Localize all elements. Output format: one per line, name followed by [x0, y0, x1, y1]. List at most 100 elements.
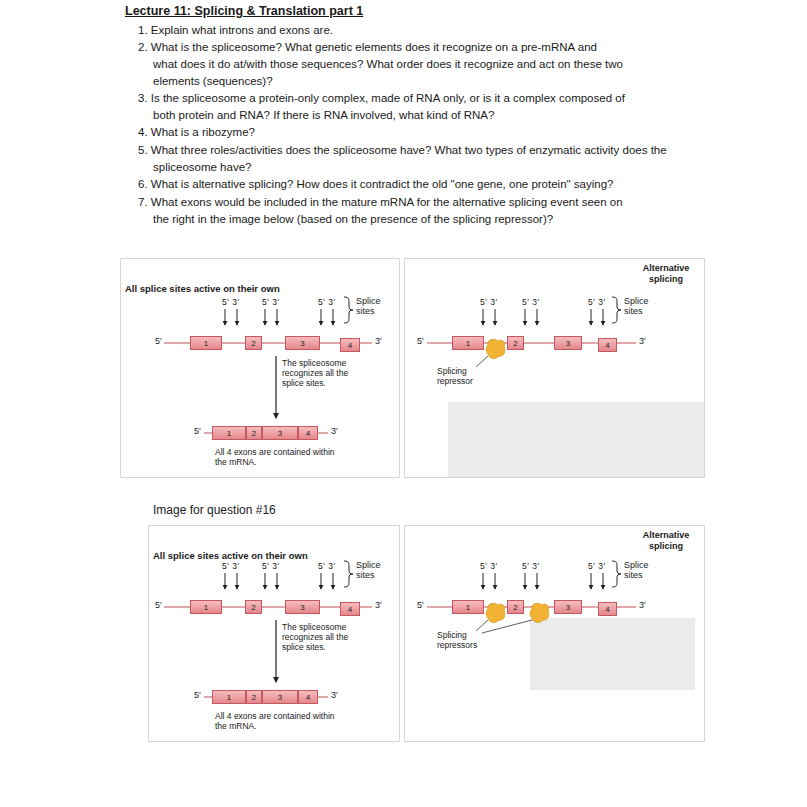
- exon-box: 2: [246, 690, 262, 704]
- strand-end: 3′: [375, 336, 382, 346]
- panel-heading: Alternative splicing: [630, 263, 702, 285]
- splice-sites-label: Splice sites: [356, 560, 390, 580]
- exon-box: 1: [190, 336, 222, 350]
- strand-end: 5′: [194, 426, 201, 436]
- exon-box: 2: [507, 600, 524, 614]
- splice-site-ends: 5′ 3′: [480, 297, 498, 307]
- splice-site-ends: 5′ 3′: [262, 561, 280, 571]
- question-item: 2. What is the spliceosome? What genetic…: [138, 39, 623, 90]
- exon-number: 4: [605, 341, 609, 350]
- figure-note: All 4 exons are contained within the mRN…: [215, 711, 335, 731]
- strand-end: 5′: [194, 690, 201, 700]
- figure-note: All 4 exons are contained within the mRN…: [215, 447, 335, 467]
- exon-number: 2: [513, 603, 517, 612]
- exon-box: 1: [452, 600, 484, 614]
- splice-site-ends: 5′ 3′: [522, 297, 540, 307]
- exon-number: 2: [252, 429, 256, 438]
- figure-note: Splicing repressors: [437, 630, 487, 650]
- exon-box: 4: [298, 426, 318, 440]
- strand-end: 3′: [639, 336, 646, 346]
- exon-number: 1: [227, 693, 231, 702]
- strand-end: 3′: [639, 600, 646, 610]
- exon-number: 3: [278, 693, 282, 702]
- splice-site-ends: 5′ 3′: [222, 561, 240, 571]
- exon-box: 3: [554, 336, 582, 350]
- exon-box: 2: [507, 336, 524, 350]
- exon-number: 3: [300, 339, 304, 348]
- leader-line: [482, 620, 532, 633]
- question-item: 1. Explain what introns and exons are.: [138, 22, 738, 39]
- exon-box: 3: [285, 600, 320, 614]
- exon-number: 1: [227, 429, 231, 438]
- figure-panel: All splice sites active on their own 1 2 3 4…: [148, 525, 400, 742]
- exon-number: 4: [605, 605, 609, 614]
- figure-note: The spliceosome recognizes all the splic…: [282, 622, 362, 652]
- exon-box: 4: [340, 602, 360, 616]
- repressor-blob: [530, 603, 549, 622]
- exon-number: 2: [251, 603, 255, 612]
- exon-box: 4: [298, 690, 318, 704]
- exon-number: 1: [466, 339, 470, 348]
- strand-end: 5′: [155, 600, 162, 610]
- exon-number: 3: [566, 339, 570, 348]
- strand-end: 5′: [155, 336, 162, 346]
- question-item: 4. What is a ribozyme?: [138, 124, 738, 141]
- figure-caption: Image for question #16: [153, 503, 373, 517]
- strand-end: 3′: [375, 600, 382, 610]
- answer-cover: [448, 402, 705, 478]
- splice-site-ends: 5′ 3′: [588, 297, 606, 307]
- strand-end: 3′: [331, 426, 338, 436]
- leader-line: [476, 620, 488, 631]
- figure-panel: All splice sites active on their own 1 2 3 4…: [120, 258, 400, 478]
- exon-number: 3: [300, 603, 304, 612]
- repressor-blob: [486, 339, 505, 358]
- exon-box: 1: [452, 336, 484, 350]
- splice-site-ends: 5′ 3′: [522, 561, 540, 571]
- strand-end: 5′: [417, 600, 424, 610]
- exon-box: 2: [246, 426, 262, 440]
- exon-number: 1: [466, 603, 470, 612]
- exon-box: 3: [285, 336, 320, 350]
- splice-sites-label: Splice sites: [356, 296, 390, 316]
- exon-box: 1: [190, 600, 222, 614]
- exon-number: 2: [513, 339, 517, 348]
- exon-number: 3: [278, 429, 282, 438]
- exon-box: 2: [245, 600, 262, 614]
- exon-number: 3: [566, 603, 570, 612]
- splice-site-ends: 5′ 3′: [480, 561, 498, 571]
- question-item: 7. What exons would be included in the m…: [138, 194, 638, 228]
- splice-site-ends: 5′ 3′: [318, 561, 336, 571]
- answer-cover: [530, 618, 695, 690]
- exon-number: 2: [251, 339, 255, 348]
- panel-heading: All splice sites active on their own: [153, 550, 308, 561]
- question-item: 3. Is the spliceosome a protein-only com…: [138, 90, 638, 124]
- leader-line: [476, 356, 488, 367]
- question-item: 6. What is alternative splicing? How doe…: [138, 176, 758, 193]
- gene-drawing: [164, 297, 372, 433]
- exon-number: 1: [204, 339, 208, 348]
- exon-number: 2: [252, 693, 256, 702]
- page-title: Lecture 11: Splicing & Translation part …: [125, 4, 363, 18]
- splice-site-ends: 5′ 3′: [588, 561, 606, 571]
- repressor-blob: [486, 603, 505, 622]
- question-item: 5. What three roles/activities does the …: [138, 142, 703, 176]
- figure-note: The spliceosome recognizes all the splic…: [282, 358, 362, 388]
- splice-sites-label: Splice sites: [624, 560, 658, 580]
- panel-heading: All splice sites active on their own: [125, 283, 280, 294]
- exon-number: 4: [306, 429, 310, 438]
- strand-end: 3′: [331, 690, 338, 700]
- splice-sites-label: Splice sites: [624, 296, 658, 316]
- splice-site-ends: 5′ 3′: [222, 297, 240, 307]
- exon-box: 1: [212, 426, 246, 440]
- exon-box: 2: [245, 336, 262, 350]
- exon-box: 3: [262, 426, 298, 440]
- strand-end: 5′: [417, 336, 424, 346]
- exon-box: 1: [212, 690, 246, 704]
- exon-box: 4: [340, 338, 360, 352]
- exon-number: 1: [204, 603, 208, 612]
- exon-number: 4: [348, 341, 352, 350]
- gene-drawing: [164, 561, 372, 697]
- exon-number: 4: [348, 605, 352, 614]
- exon-box: 3: [262, 690, 298, 704]
